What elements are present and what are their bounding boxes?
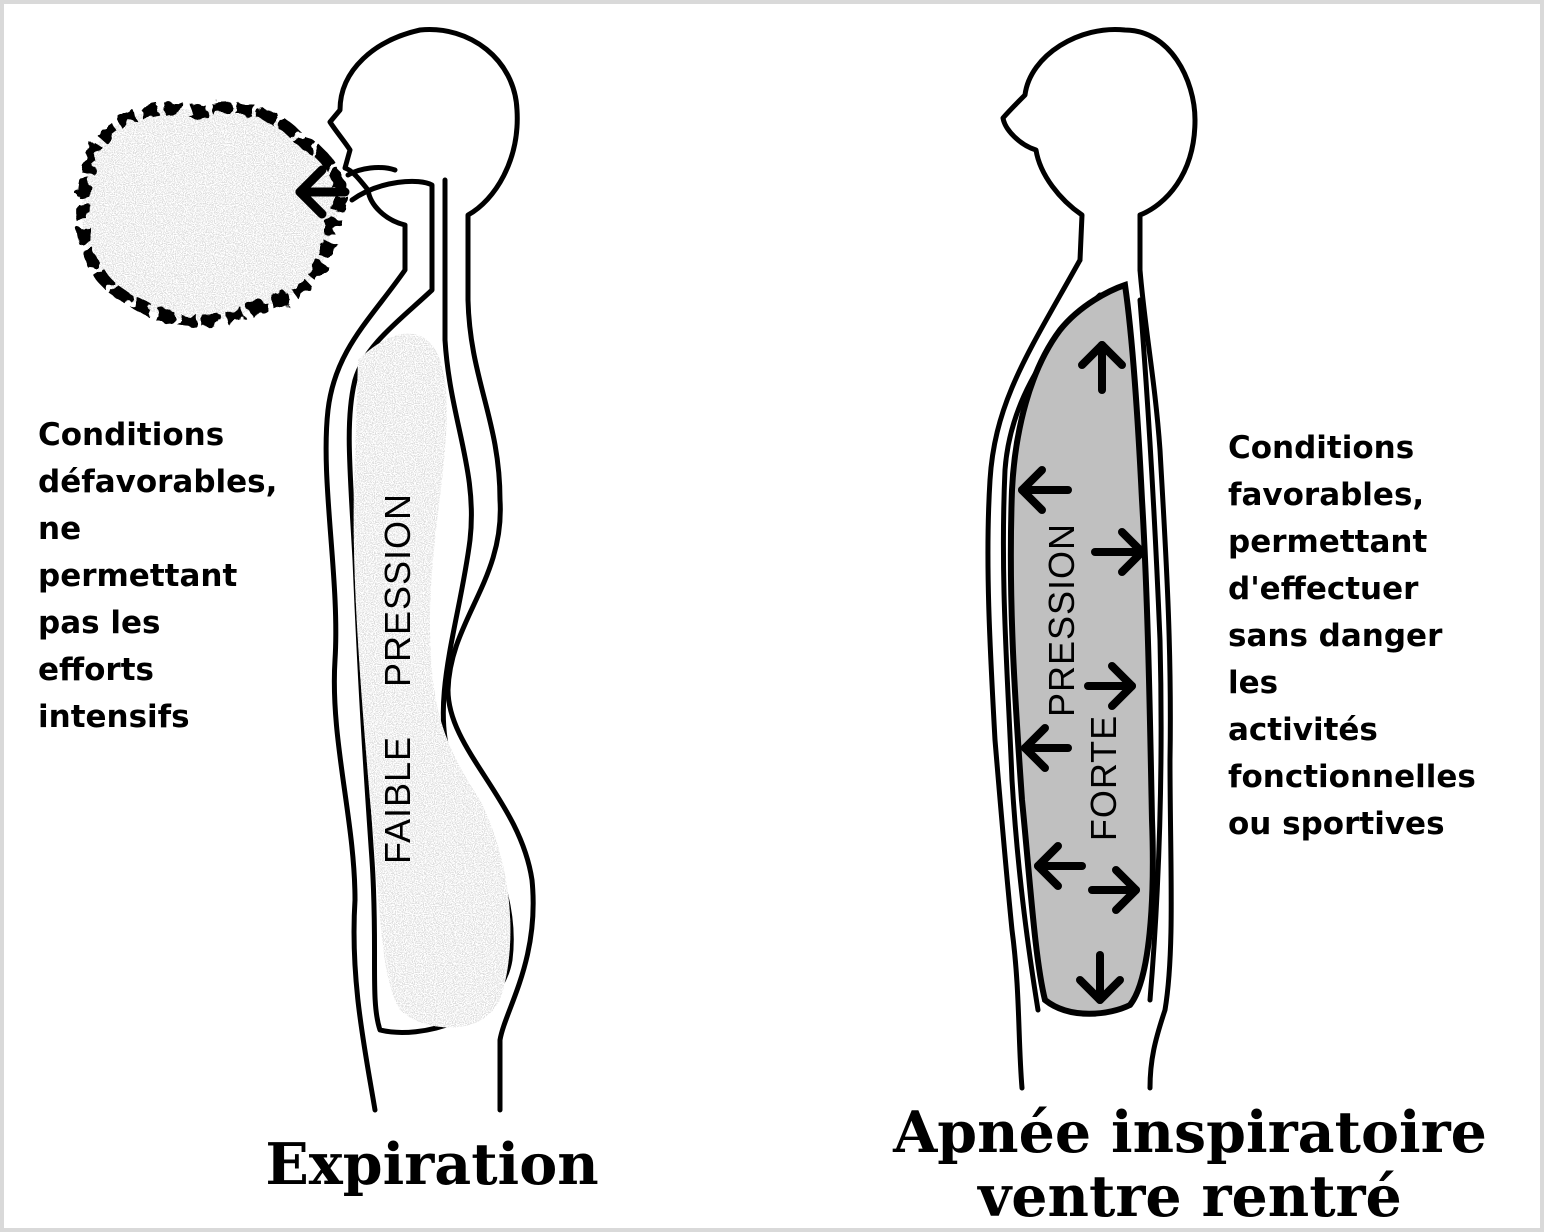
figure-canvas: PRESSION FAIBLE — [0, 0, 1544, 1232]
figure-frame — [0, 0, 1544, 1232]
